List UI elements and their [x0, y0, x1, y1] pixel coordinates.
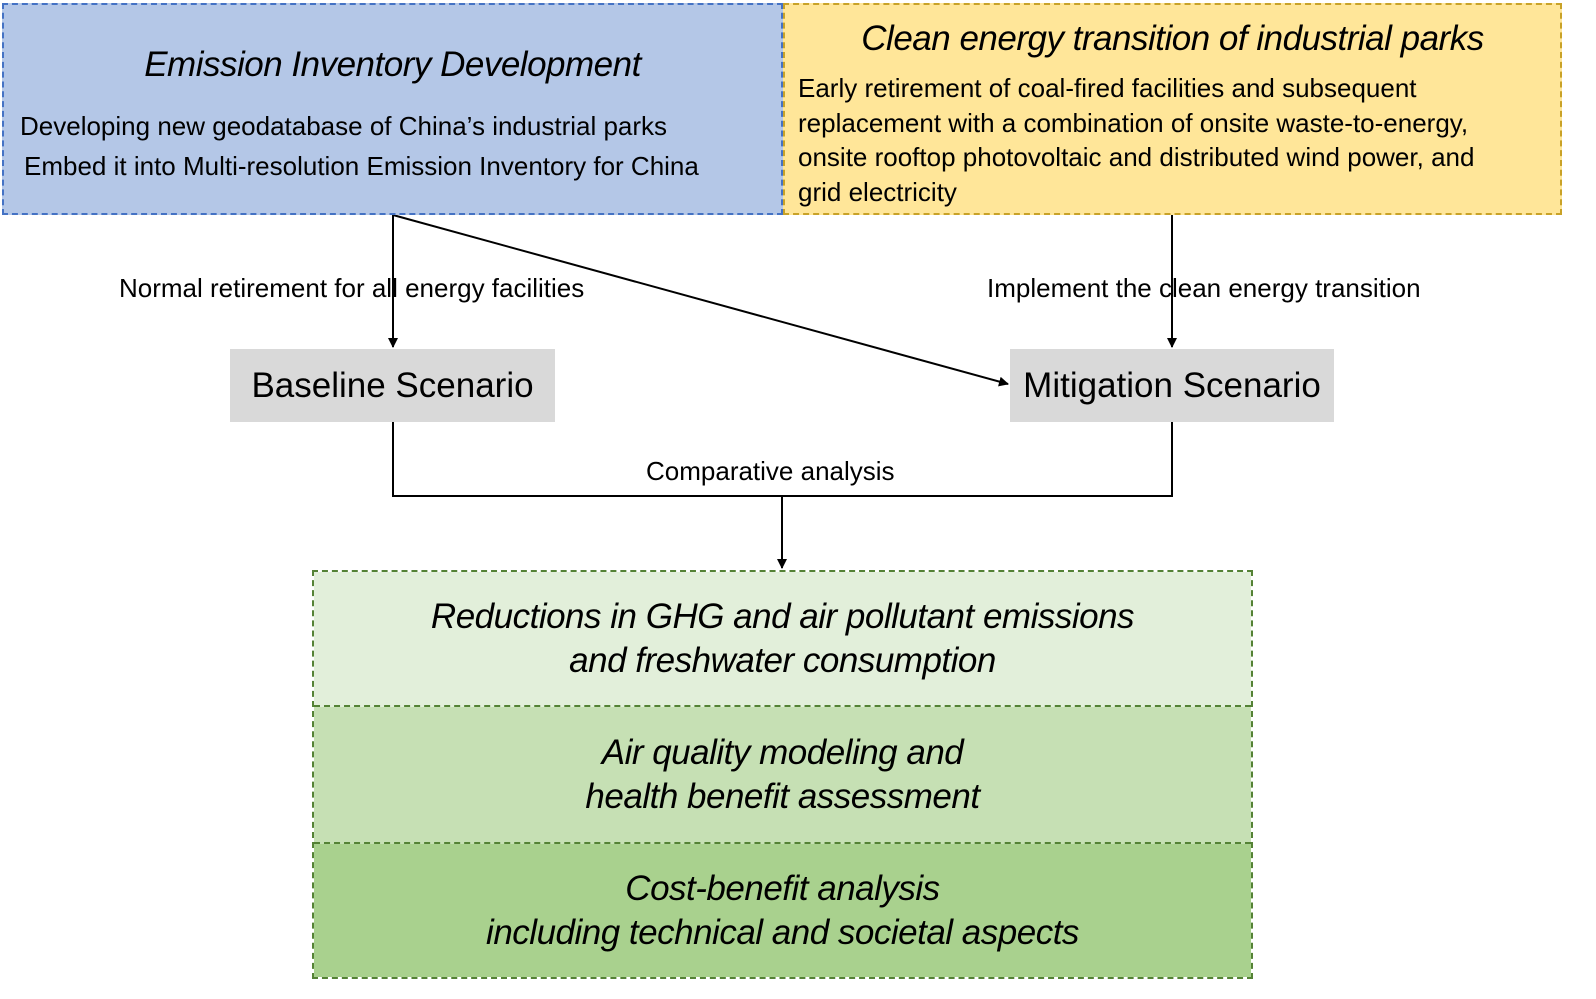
result-cost-benefit: Cost-benefit analysis including technica…: [314, 844, 1251, 977]
transition-description-line: replacement with a combination of onsite…: [798, 107, 1469, 138]
result-emission-reductions: Reductions in GHG and air pollutant emis…: [314, 572, 1251, 707]
clean-energy-transition-title: Clean energy transition of industrial pa…: [861, 19, 1484, 58]
transition-description-line: onsite rooftop photovoltaic and distribu…: [798, 142, 1475, 172]
result-air-quality-line: health benefit assessment: [585, 776, 980, 816]
result-cost-line: Cost-benefit analysis: [625, 868, 940, 908]
result-air-quality-health: Air quality modeling and health benefit …: [314, 707, 1251, 844]
emission-inventory-line-1: Developing new geodatabase of China’s in…: [20, 111, 668, 141]
mitigation-scenario-label: Mitigation Scenario: [1023, 365, 1321, 405]
emission-inventory-title: Emission Inventory Development: [144, 45, 641, 84]
result-air-quality-line: Air quality modeling and: [601, 732, 964, 772]
clean-energy-transition-box: Clean energy transition of industrial pa…: [783, 3, 1562, 215]
normal-retirement-label: Normal retirement for all energy facilit…: [119, 273, 585, 303]
emission-inventory-box: Emission Inventory Development Developin…: [2, 3, 783, 215]
transition-description-line: grid electricity: [798, 176, 957, 207]
result-emissions-line: Reductions in GHG and air pollutant emis…: [430, 596, 1135, 636]
transition-description-line: Early retirement of coal-fired facilitie…: [798, 73, 1417, 103]
result-emissions-line: and freshwater consumption: [569, 640, 996, 680]
clean-energy-transition-description: Early retirement of coal-fired facilitie…: [798, 71, 1558, 209]
implement-transition-label: Implement the clean energy transition: [987, 273, 1421, 303]
baseline-scenario-label: Baseline Scenario: [251, 365, 534, 405]
baseline-scenario-box: Baseline Scenario: [230, 349, 555, 422]
comparative-analysis-label: Comparative analysis: [646, 456, 895, 486]
results-box: Reductions in GHG and air pollutant emis…: [312, 570, 1253, 979]
result-cost-line: including technical and societal aspects: [486, 912, 1079, 952]
emission-inventory-line-2: Embed it into Multi-resolution Emission …: [24, 151, 699, 181]
mitigation-scenario-box: Mitigation Scenario: [1010, 349, 1334, 422]
